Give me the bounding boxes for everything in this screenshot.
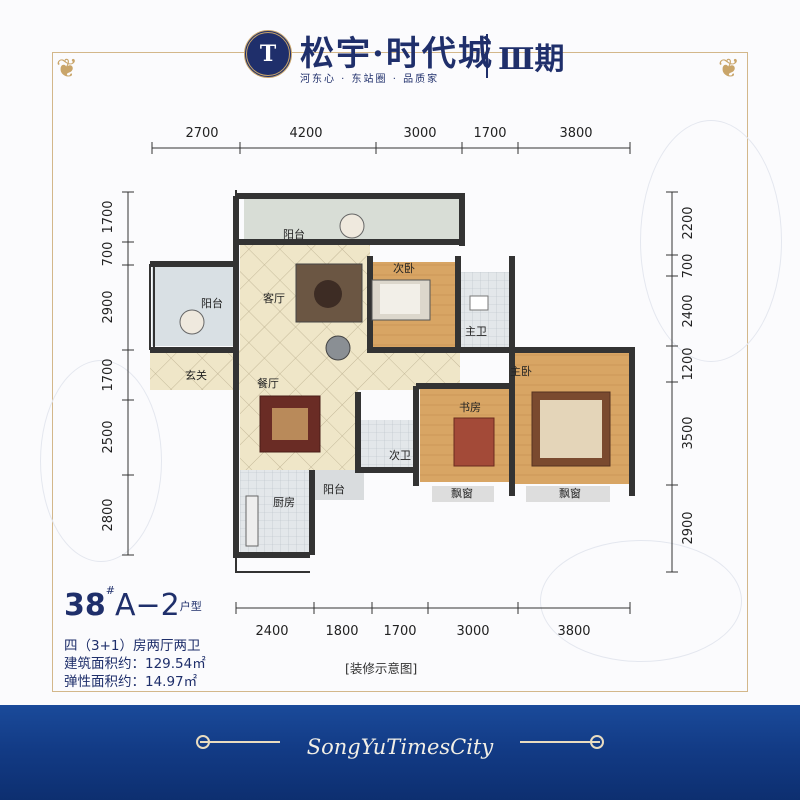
room-label-balcony-left: 阳台 (201, 296, 223, 310)
room-label-balcony-small: 阳台 (323, 482, 345, 496)
dim-bottom-5: 3800 (557, 624, 590, 639)
spec-floor-area: 建筑面积约：129.54㎡ (64, 656, 206, 672)
phase-label: Ⅲ期 (498, 42, 565, 77)
room-label-dining-room: 餐厅 (257, 376, 279, 390)
background-leaf-pattern (640, 120, 782, 362)
building-number: 38 (64, 588, 106, 623)
room-floors (150, 198, 630, 554)
dim-top-4: 1700 (473, 126, 506, 141)
unit-type-title: 38#A−2户型 (64, 584, 202, 623)
brand-tagline: 河东心 · 东站圈 · 品质家 (300, 74, 440, 85)
building-suffix: # (105, 584, 115, 597)
dim-right-4: 1200 (681, 347, 696, 380)
room-labels: 阳台 阳台 客厅 次卧 主卫 玄关 餐厅 主卧 书房 次卫 阳台 厨房 飘窗 飘… (185, 227, 581, 509)
corner-ornament-icon: ❦ (56, 54, 78, 84)
dim-left-5: 2500 (101, 420, 116, 453)
dim-right-1: 2200 (681, 206, 696, 239)
dim-right-5: 3500 (681, 416, 696, 449)
room-label-bay-window-study: 飘窗 (451, 486, 473, 500)
header: T 松宇·时代城 河东心 · 东站圈 · 品质家 Ⅲ期 (0, 0, 800, 92)
room-label-study: 书房 (459, 401, 481, 414)
logo-badge-icon: T (244, 30, 292, 78)
header-divider (486, 34, 488, 78)
background-leaf-pattern (540, 540, 742, 662)
footer-script-text: SongYuTimesCity (306, 735, 494, 759)
dim-left-4: 1700 (101, 358, 116, 391)
dim-bottom-3: 1700 (383, 624, 416, 639)
dim-bottom-2: 1800 (325, 624, 358, 639)
footer-ornament-dot-left (196, 735, 210, 749)
dim-right-3: 2400 (681, 294, 696, 327)
decoration-note: [装修示意图] (345, 661, 418, 676)
room-label-kitchen: 厨房 (273, 496, 295, 509)
dimension-labels: 2700 4200 3000 1700 3800 2400 1800 1700 … (101, 126, 696, 639)
corner-ornament-icon: ❦ (718, 54, 740, 84)
room-label-living-room: 客厅 (263, 291, 285, 305)
dim-top-1: 2700 (185, 126, 218, 141)
brand-name: 松宇·时代城 (300, 34, 494, 74)
spec-flexible-area: 弹性面积约：14.97㎡ (64, 674, 198, 690)
footer-ornament-dot-right (590, 735, 604, 749)
room-label-balcony-top: 阳台 (283, 227, 305, 241)
windows (149, 190, 456, 573)
unit-type: A−2 (114, 588, 180, 623)
footer-ornament-right (520, 741, 600, 743)
dim-right-2: 700 (681, 254, 696, 279)
dim-top-2: 4200 (289, 126, 322, 141)
footer-ornament-left (200, 741, 280, 743)
unit-specs: 四（3+1）房两厅两卫 建筑面积约：129.54㎡ 弹性面积约：14.97㎡ (64, 637, 206, 691)
room-label-bay-window-master: 飘窗 (559, 486, 581, 500)
gold-frame (52, 52, 748, 692)
dim-left-6: 2800 (101, 498, 116, 531)
background-leaf-pattern (40, 360, 162, 562)
unit-suffix: 户型 (179, 599, 202, 613)
furniture (179, 213, 611, 547)
footer-banner: SongYuTimesCity (0, 705, 800, 800)
dim-left-3: 2900 (101, 290, 116, 323)
room-label-master-bath: 主卫 (465, 325, 487, 338)
dim-left-2: 700 (101, 242, 116, 267)
room-label-second-bedroom: 次卧 (393, 261, 415, 275)
dim-top-3: 3000 (403, 126, 436, 141)
room-label-master-bedroom: 主卧 (510, 365, 532, 378)
room-label-second-bath: 次卫 (389, 448, 411, 462)
dim-bottom-4: 3000 (456, 624, 489, 639)
dim-bottom-1: 2400 (255, 624, 288, 639)
dim-right-6: 2900 (681, 511, 696, 544)
dimension-lines (122, 142, 678, 614)
room-label-entrance: 玄关 (185, 368, 207, 382)
walls (150, 193, 635, 558)
dim-top-5: 3800 (559, 126, 592, 141)
dim-left-1: 1700 (101, 200, 116, 233)
spec-layout: 四（3+1）房两厅两卫 (64, 638, 201, 654)
